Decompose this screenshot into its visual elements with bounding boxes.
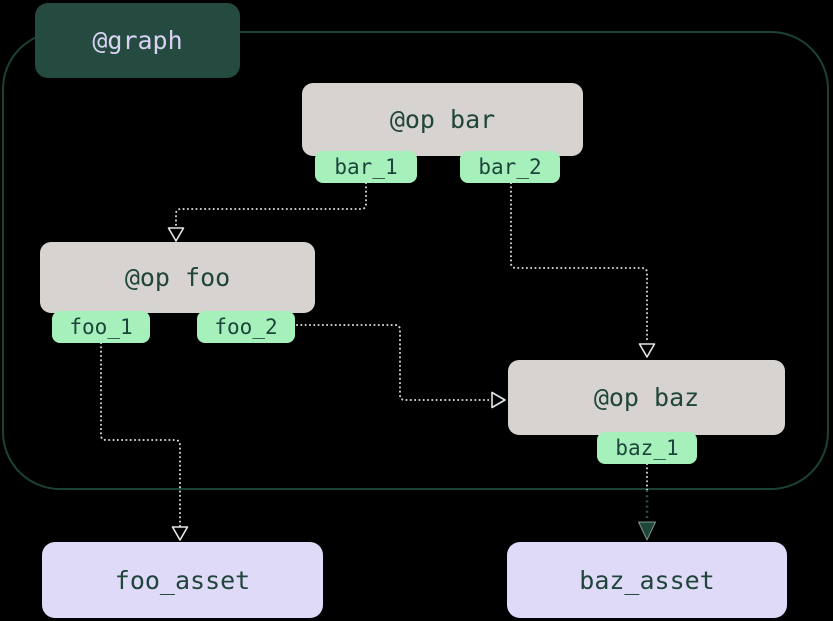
- output-tag-bar-2[interactable]: bar_2: [460, 151, 560, 183]
- op-node-baz[interactable]: @op baz: [508, 360, 785, 435]
- output-tag-foo-1-label: foo_1: [69, 315, 133, 339]
- output-tag-foo-2[interactable]: foo_2: [197, 311, 295, 343]
- output-tag-foo-2-label: foo_2: [214, 315, 278, 339]
- edge-foo1-to-foo-asset: [100, 342, 181, 527]
- arrowhead-bar2-to-baz-icon: [638, 343, 656, 358]
- arrowhead-foo1-to-foo-asset-icon: [171, 526, 189, 541]
- op-node-bar[interactable]: @op bar: [302, 83, 583, 156]
- asset-foo-label: foo_asset: [114, 565, 251, 595]
- op-baz-title: @op baz: [593, 383, 700, 412]
- graph-label[interactable]: @graph: [35, 3, 240, 78]
- graph-container-border: [2, 31, 829, 490]
- arrowhead-baz1-to-baz-asset-icon: [638, 521, 656, 541]
- output-tag-bar-1-label: bar_1: [334, 155, 398, 179]
- arrowhead-foo2-to-baz-icon: [491, 391, 506, 409]
- op-bar-title: @op bar: [389, 105, 496, 134]
- edge-bar1-to-foo: [175, 182, 367, 228]
- edge-bar2-to-baz: [510, 182, 648, 344]
- asset-node-baz-asset[interactable]: baz_asset: [507, 542, 787, 618]
- asset-baz-label: baz_asset: [579, 565, 715, 595]
- arrowhead-bar1-to-foo-icon: [167, 227, 185, 242]
- output-tag-bar-1[interactable]: bar_1: [315, 151, 417, 183]
- output-tag-foo-1[interactable]: foo_1: [52, 311, 150, 343]
- output-tag-baz-1[interactable]: baz_1: [597, 432, 697, 464]
- op-node-foo[interactable]: @op foo: [40, 242, 315, 313]
- op-foo-title: @op foo: [124, 263, 231, 292]
- graph-label-text: @graph: [92, 26, 183, 55]
- output-tag-baz-1-label: baz_1: [615, 436, 679, 460]
- asset-node-foo-asset[interactable]: foo_asset: [42, 542, 323, 618]
- edge-foo2-to-baz: [296, 324, 492, 401]
- output-tag-bar-2-label: bar_2: [478, 155, 542, 179]
